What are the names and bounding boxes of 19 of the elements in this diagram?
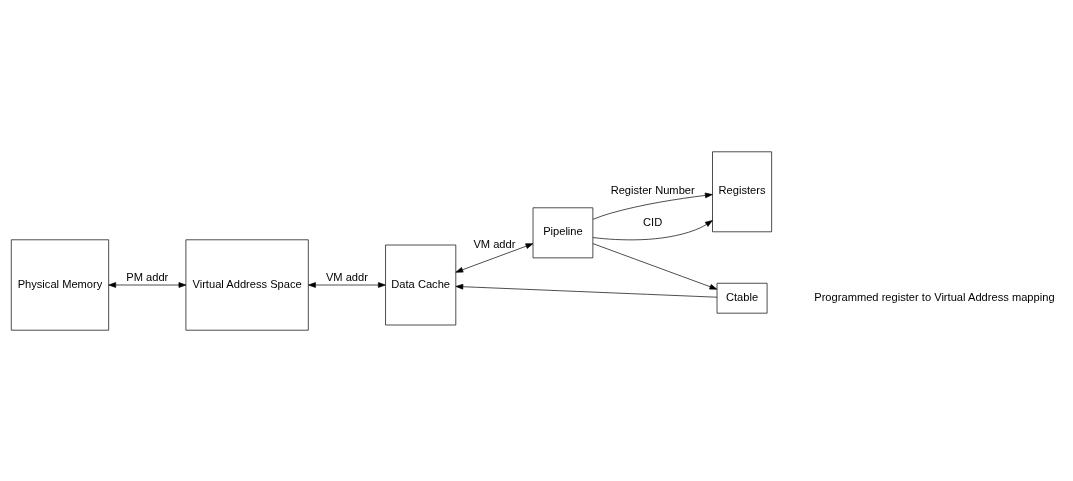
node-box: Ctable xyxy=(716,282,768,314)
arrow xyxy=(455,283,718,298)
edge-label: VM addr xyxy=(325,270,368,283)
node-box: Registers xyxy=(712,150,772,232)
node-box: Data Cache xyxy=(385,244,457,325)
arrow xyxy=(592,192,713,220)
arrow xyxy=(108,281,187,288)
node-box: Virtual Address Space xyxy=(185,238,309,331)
edge-label: VM addr xyxy=(473,237,516,250)
arrow xyxy=(308,281,386,288)
arrow xyxy=(455,242,534,273)
edge-label: PM addr xyxy=(126,270,169,283)
edge-label: Register Number xyxy=(610,183,695,196)
node-box: Pipeline xyxy=(532,206,594,258)
label: Programmed register to Virtual Address mapping xyxy=(814,290,1055,303)
edge-label: CID xyxy=(643,215,663,228)
arrow xyxy=(592,219,713,240)
node-box: Physical Memory xyxy=(10,238,109,331)
arrow xyxy=(592,242,718,290)
